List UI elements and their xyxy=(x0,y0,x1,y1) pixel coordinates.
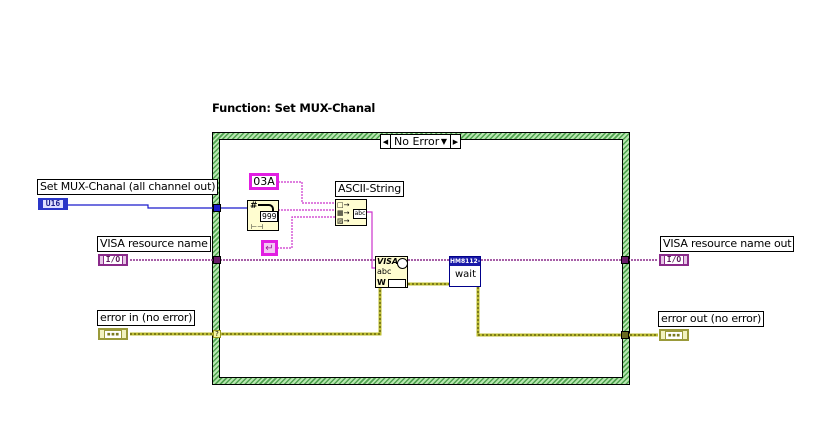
tunnel-error-out xyxy=(621,331,629,339)
right-arrow-icon: ▶ xyxy=(452,137,459,146)
diagram-title: Function: Set MUX-Chanal xyxy=(212,101,376,115)
control-terminal-error-in[interactable]: ▪▪▪ xyxy=(98,328,128,340)
indicator-terminal-visa-out[interactable]: I/O xyxy=(659,254,689,266)
subvi-header: HM8112-3 xyxy=(450,257,481,274)
case-structure-interior xyxy=(219,139,623,378)
control-label-mux-channel: Set MUX-Chanal (all channel out) xyxy=(37,179,219,195)
case-next-button[interactable]: ▶ xyxy=(450,135,460,148)
case-selector-value: No Error xyxy=(394,135,440,148)
return-icon: ↵ xyxy=(265,242,274,254)
tunnel-visa-in xyxy=(213,256,221,264)
case-structure[interactable] xyxy=(212,132,630,385)
dropdown-arrow-icon[interactable]: ▼ xyxy=(440,137,447,146)
tunnel-numeric-in xyxy=(213,204,221,212)
visa-write-sub: abc xyxy=(377,267,392,276)
string-constant[interactable]: 03A xyxy=(249,173,279,190)
string-output-icon: abc xyxy=(353,209,367,219)
number-display: 999 xyxy=(260,211,279,222)
wire-string-cr[interactable] xyxy=(277,216,336,249)
wire-numeric[interactable] xyxy=(68,204,249,209)
number-to-string-node[interactable]: # 999 ⊢⊣ xyxy=(247,200,279,231)
subvi-label: wait xyxy=(455,269,477,280)
left-arrow-icon: ◀ xyxy=(382,137,389,146)
carriage-return-constant[interactable]: ↵ xyxy=(261,240,278,256)
concatenate-strings-node[interactable]: □→▦→▨→ abc xyxy=(335,199,367,226)
concat-input-icons: □→▦→▨→ xyxy=(337,201,350,225)
width-icon: ⊢⊣ xyxy=(251,223,264,231)
indicator-terminal-error-out[interactable]: ▪▪▪ xyxy=(659,329,689,341)
wire-error-out-dots xyxy=(477,287,658,336)
control-label-visa-resource: VISA resource name xyxy=(97,236,211,252)
tunnel-visa-out xyxy=(621,256,629,264)
subvi-wait[interactable]: HM8112-3 wait xyxy=(449,256,481,287)
write-w-icon: W xyxy=(377,278,386,287)
tunnel-error-in: ? xyxy=(213,330,221,338)
indicator-label-visa-out: VISA resource name out xyxy=(660,236,795,252)
arrow-curve-icon xyxy=(258,204,274,211)
hash-icon: # xyxy=(250,201,258,211)
buffer-icon xyxy=(388,279,406,288)
case-prev-button[interactable]: ◀ xyxy=(381,135,391,148)
visa-write-header: VISA xyxy=(377,257,399,266)
control-terminal-u16[interactable]: U16 xyxy=(38,198,68,210)
case-selector[interactable]: ◀ No Error ▼ ▶ xyxy=(380,134,461,149)
visa-write-node[interactable]: VISA abc W xyxy=(375,256,408,288)
concat-label: ASCII-String xyxy=(335,181,405,197)
indicator-label-error-out: error out (no error) xyxy=(658,311,765,327)
wire-error-in-dots xyxy=(130,288,381,335)
wire-string-03a[interactable] xyxy=(278,181,336,204)
control-terminal-visa[interactable]: I/O xyxy=(98,254,128,266)
clock-icon xyxy=(397,258,408,269)
control-label-error-in: error in (no error) xyxy=(97,310,196,326)
wire-error-out[interactable] xyxy=(476,287,658,337)
